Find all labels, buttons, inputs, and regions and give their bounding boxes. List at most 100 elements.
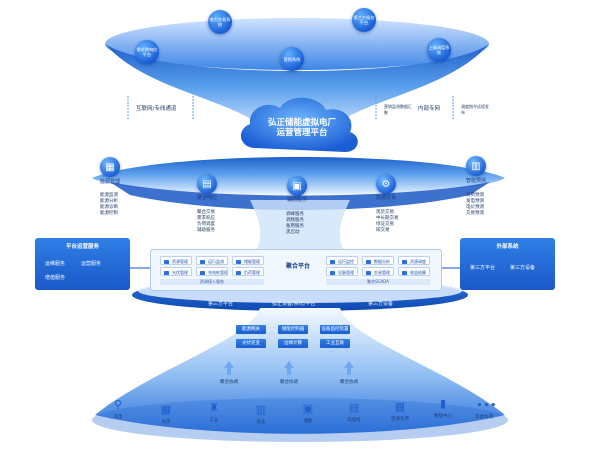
lower-bowl xyxy=(95,308,505,434)
module-auxiliary-desc: 调峰服务调频服务备用服务黑启动 xyxy=(286,212,304,236)
left-module-button[interactable]: 负荷管理 xyxy=(232,267,264,276)
gateway-tile[interactable]: 工业互联 xyxy=(320,339,350,348)
ground-label: 充电桩 xyxy=(347,418,361,423)
top-disc xyxy=(105,18,489,70)
module-auxiliary-icon[interactable]: ▣ xyxy=(287,176,307,196)
desc-item: 绿证交易 xyxy=(376,222,394,227)
btn-label: 交易管理 xyxy=(374,270,390,275)
btn-label: 资源管理 xyxy=(172,259,188,264)
right-panel-item: 第三方设备 xyxy=(510,265,536,271)
btn-label: 充电桩管理 xyxy=(208,270,228,275)
agg-label-right: 聚合协调 xyxy=(340,380,358,385)
right-module-button[interactable]: 收益结算 xyxy=(398,267,430,276)
left-module-button[interactable]: 运行监测 xyxy=(196,256,228,265)
right-module-footer: 聚合SCADA xyxy=(326,279,430,285)
ground-label: 商业 xyxy=(256,420,266,425)
left-module-button[interactable]: 储能管理 xyxy=(232,256,264,265)
btn-label: 储能管理 xyxy=(244,259,260,264)
building-icon[interactable]: ▥ xyxy=(255,403,267,416)
right-module-button[interactable]: 数据分析 xyxy=(362,256,394,265)
left-module-button[interactable]: 资源管理 xyxy=(160,256,192,265)
more-icon[interactable]: ∙∙∙ xyxy=(476,398,497,411)
gateway-tile[interactable]: 储能控制器 xyxy=(278,325,308,334)
module-trade-desc: 现货交易中长期交易绿证交易碳交易 xyxy=(376,210,399,234)
ground-ellipse xyxy=(92,398,508,442)
right-small-label-a: 营销监测数据汇聚 xyxy=(384,104,412,115)
agg-label-center: 聚合协调 xyxy=(280,380,298,385)
desc-item: 需求响应 xyxy=(197,216,215,221)
left-panel-item: 运营服务 xyxy=(81,261,102,267)
module-aggregate-icon[interactable]: ▤ xyxy=(197,174,217,194)
node-demand-response[interactable]: 需求侧响应平台 xyxy=(135,40,159,64)
ground-label: 其他负荷 xyxy=(475,415,493,420)
right-external-panel[interactable]: 外部系统 第三方平台 第三方设备 xyxy=(460,238,555,290)
right-module-button[interactable]: 交易管理 xyxy=(362,267,394,276)
module-aggregate-label: 聚合响应 xyxy=(196,195,217,201)
wind-turbine-icon[interactable]: ⚲ xyxy=(113,398,123,411)
left-panel-item: 增值服务 xyxy=(45,275,66,281)
desc-item: 能源分析 xyxy=(100,199,118,204)
cabinet-icon[interactable]: ▮ xyxy=(439,397,447,410)
desc-item: 辅助服务 xyxy=(197,228,215,233)
upper-funnel xyxy=(105,44,489,140)
gateway-tile[interactable]: 边缘计算 xyxy=(278,339,308,348)
middle-disc xyxy=(92,157,505,195)
cloud-title-line2: 运营管理平台 xyxy=(276,128,328,138)
gateway-tile[interactable]: 光伏逆变 xyxy=(236,339,266,348)
desc-item: 负荷调度 xyxy=(197,222,215,227)
module-energy-icon[interactable]: ▦ xyxy=(100,157,120,177)
btn-label: 负荷管理 xyxy=(244,270,260,275)
left-service-panel[interactable]: 平台运营服务 运维服务 运营服务 增值服务 xyxy=(35,238,130,290)
right-small-label-b: 调度指令远程发布 xyxy=(461,104,489,115)
right-module-button[interactable]: 运行监控 xyxy=(326,256,358,265)
ground-label: 数据中心 xyxy=(434,414,452,419)
desc-item: 聚合交易 xyxy=(197,210,215,215)
left-module-button[interactable]: 光伏管理 xyxy=(160,267,192,276)
ring-label-center: 弘正设备/系统/平台 xyxy=(272,301,316,307)
ground-label: 风电 xyxy=(113,415,123,420)
node-power-trade-label: 电力交易系统 xyxy=(209,17,231,27)
desc-item: 备用服务 xyxy=(286,224,304,229)
gateway-tile[interactable]: 能源网关 xyxy=(236,325,266,334)
desc-item: 调频服务 xyxy=(286,218,304,223)
agg-center-label: 聚合平台 xyxy=(286,263,311,270)
agg-label-left: 聚合协调 xyxy=(220,380,238,385)
left-module-footer: 资源接入服务 xyxy=(160,279,264,285)
right-module-button[interactable]: 设备管理 xyxy=(326,267,358,276)
left-channel-label: 互联网/专线通道 xyxy=(136,106,177,112)
desc-item: 能源诊断 xyxy=(100,205,118,210)
desc-item: 能源监测 xyxy=(100,193,118,198)
desc-item: 发电预测 xyxy=(466,199,484,204)
module-energy-label: 能源管理 xyxy=(99,179,120,185)
desc-item: 交易预测 xyxy=(466,211,484,216)
node-marketing[interactable]: 营销系统 xyxy=(280,47,304,71)
node-upper-dispatch[interactable]: 上级调度系统 xyxy=(427,38,451,62)
ground-label: 空调负荷 xyxy=(391,417,409,422)
module-predict-icon[interactable]: ▥ xyxy=(466,156,486,176)
desc-item: 能源控制 xyxy=(100,211,118,216)
node-power-trade[interactable]: 电力交易系统 xyxy=(208,10,232,34)
module-trade-label: 能源交易 xyxy=(375,195,396,201)
node-thirdparty-service[interactable]: 第三方服务平台 xyxy=(352,8,376,32)
heat-pump-icon[interactable]: ▦ xyxy=(394,400,406,413)
node-thirdparty-service-label: 第三方服务平台 xyxy=(353,15,375,25)
module-energy-desc: 能源监测能源分析能源诊断能源控制 xyxy=(100,193,118,217)
left-module-button[interactable]: 充电桩管理 xyxy=(196,267,228,276)
btn-label: 光伏管理 xyxy=(172,270,188,275)
battery-icon[interactable]: ▣ xyxy=(302,402,314,415)
right-channel-label: 内部专网 xyxy=(418,106,441,112)
cloud-title: 弘正储能虚拟电厂 运营管理平台 xyxy=(254,118,350,138)
desc-item: 负荷预测 xyxy=(466,193,484,198)
module-trade-icon[interactable]: ⚙ xyxy=(376,174,396,194)
cloud-title-line1: 弘正储能虚拟电厂 xyxy=(267,118,336,128)
up-arrow-icon xyxy=(284,361,294,368)
desc-item: 黑启动 xyxy=(286,230,300,235)
ev-charger-icon[interactable]: ▤ xyxy=(348,401,360,414)
solar-panel-icon[interactable]: ▦ xyxy=(160,403,172,416)
module-auxiliary-label: 辅助服务 xyxy=(286,197,307,203)
node-upper-dispatch-label: 上级调度系统 xyxy=(428,45,450,55)
right-module-button[interactable]: 资源调度 xyxy=(398,256,430,265)
factory-icon[interactable]: ♜ xyxy=(209,401,219,414)
up-arrow-stem xyxy=(227,368,231,375)
gateway-tile[interactable]: 设备监控装置 xyxy=(320,325,350,334)
